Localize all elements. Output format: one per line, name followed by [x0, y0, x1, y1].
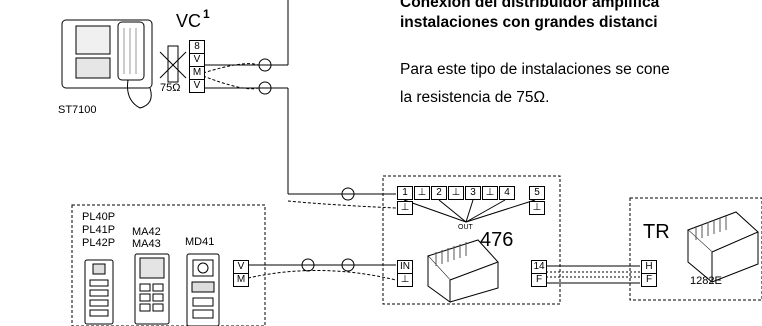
panel-unit-icon — [84, 259, 114, 325]
amp-terminal-ground-2: ⊥ — [448, 186, 464, 200]
bus-junction — [341, 187, 355, 201]
out-fan-4 — [465, 199, 506, 223]
amp-terminal-ground-below-1: ⊥ — [397, 201, 413, 215]
module-model-1: MA42 — [132, 226, 161, 238]
out-fan-2 — [438, 199, 467, 223]
vc-connector-label: VC — [176, 11, 202, 31]
amp-terminal-ground-3: ⊥ — [482, 186, 498, 200]
panel-model-2: PL41P — [82, 224, 116, 236]
vc-terminal-v: V — [189, 53, 205, 67]
panel-junction-1 — [301, 258, 315, 272]
module-model-2: MA43 — [132, 238, 161, 250]
amp-terminal-ground-below-5: ⊥ — [529, 201, 545, 215]
amp-terminal-5: 5 — [529, 186, 545, 200]
tr-terminal-h: H — [641, 260, 657, 274]
resistor-value-label: 75Ω — [160, 82, 181, 94]
amplifier-box — [382, 175, 561, 305]
amplifier-device-icon — [427, 239, 499, 303]
amp-out-label: OUT — [458, 224, 473, 231]
amp-terminal-2: 2 — [431, 186, 447, 200]
amp-ground-dashed — [287, 200, 397, 209]
amp-terminal-ground-1: ⊥ — [414, 186, 430, 200]
panels-box — [71, 204, 266, 326]
out-fan-5 — [465, 199, 536, 223]
intro-heading-line1: Conexión del distribuidor amplifica — [400, 0, 660, 11]
panel-model-1: PL40P — [82, 211, 116, 223]
monitor-model-label: ST7100 — [58, 104, 97, 116]
vc-footnote: 1 — [203, 7, 210, 21]
vc-terminal-m: M — [189, 66, 205, 80]
amp-terminal-4: 4 — [499, 186, 515, 200]
amp-terminal-1: 1 — [397, 186, 413, 200]
vc-junction-top — [258, 58, 272, 72]
amp-power-terminal-f: F — [531, 273, 547, 287]
amp-in-ground-terminal: ⊥ — [397, 273, 413, 287]
panel-junction-2 — [341, 258, 355, 272]
tr-terminal-f: F — [641, 273, 657, 287]
camera-module-icon — [186, 253, 220, 326]
resistor-symbol — [159, 45, 187, 83]
out-fan-1 — [403, 199, 467, 223]
panel-terminal-m: M — [233, 273, 249, 287]
monitor-icon — [61, 19, 153, 109]
vc-junction-bottom — [258, 81, 272, 95]
out-fan-3 — [465, 199, 474, 223]
transformer-box — [629, 197, 762, 301]
vc-mesh-dashed — [202, 63, 259, 90]
vc-terminal-v2: V — [189, 79, 205, 93]
intro-paragraph-line2: la resistencia de 75Ω. — [400, 89, 550, 106]
transformer-label: TR — [643, 221, 670, 243]
module-unit-icon — [134, 253, 170, 325]
amp-model-label: 476 — [480, 229, 514, 251]
camera-model-label: MD41 — [185, 236, 215, 248]
panel-terminal-v: V — [233, 260, 249, 274]
panel-model-3: PL42P — [82, 237, 116, 249]
panel-ground-dashed — [247, 269, 397, 281]
transformer-model-label: 1282E — [690, 275, 722, 287]
vc-terminal-8: 8 — [189, 40, 205, 54]
amp-in-terminal: IN — [397, 260, 413, 274]
amp-power-terminal-14: 14 — [531, 260, 547, 274]
amp-terminal-3: 3 — [465, 186, 481, 200]
transformer-device-icon — [687, 211, 759, 284]
intro-heading-line2: instalaciones con grandes distanci — [400, 14, 658, 31]
intro-paragraph-line1: Para este tipo de instalaciones se cone — [400, 61, 670, 78]
